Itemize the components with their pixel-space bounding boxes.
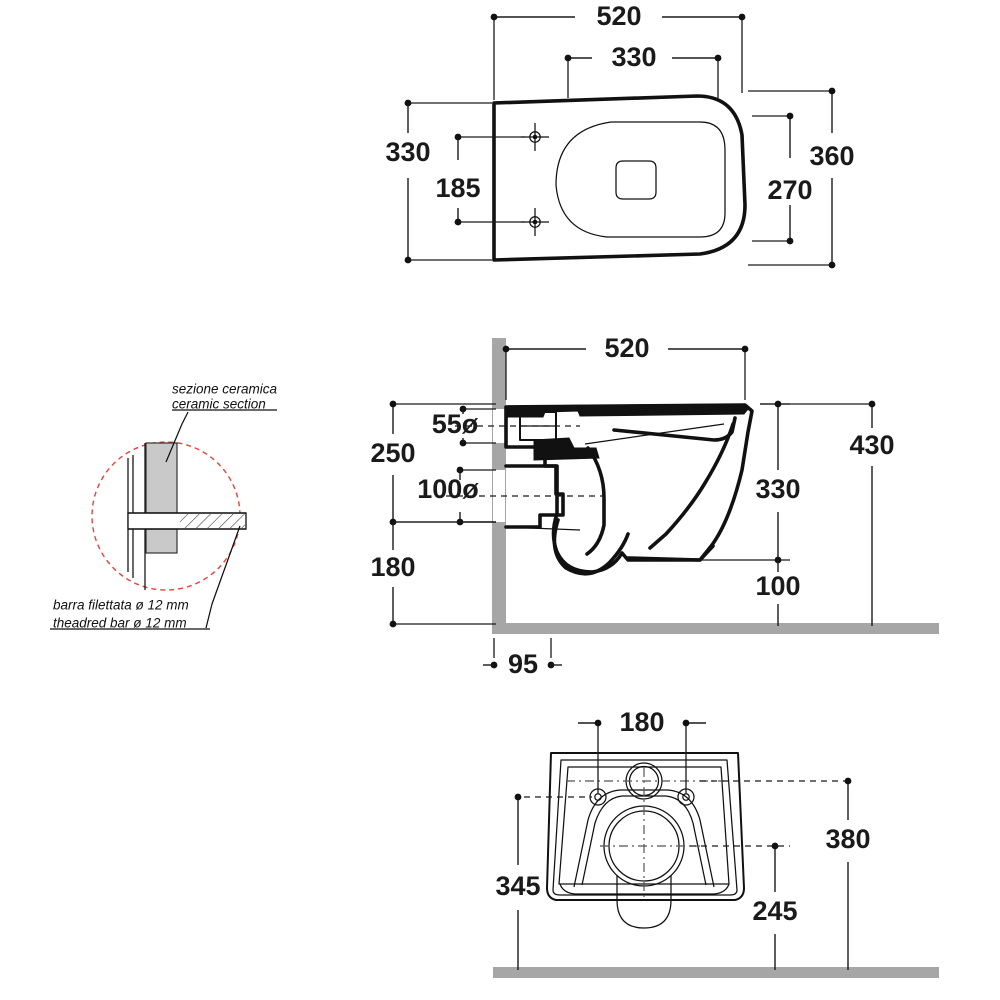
dimension-label-side-100-dia: 100ø xyxy=(417,474,479,504)
dimension-label-top-185: 185 xyxy=(435,173,480,203)
dimension-label-top-330-depth: 330 xyxy=(385,137,430,167)
front-ceramic-inner-contour xyxy=(552,759,738,896)
detail-label-ceramic-en: ceramic section xyxy=(172,397,266,412)
dimension-label-side-100-clearance: 100 xyxy=(755,571,800,601)
floor-gray-bar-front xyxy=(493,967,939,978)
dimension-label-top-330-width: 330 xyxy=(611,42,656,72)
dimension-label-top-360: 360 xyxy=(809,141,854,171)
dimension-label-side-95: 95 xyxy=(508,649,538,679)
dimension-label-side-180: 180 xyxy=(370,552,415,582)
side-rim-black-upper xyxy=(505,403,749,418)
dimension-label-top-270: 270 xyxy=(767,175,812,205)
dimension-top-330-width: 330 xyxy=(564,42,722,98)
side-bowl-inner-wall xyxy=(585,446,606,556)
detail-leader-bar xyxy=(205,525,241,629)
top-view-ceramic-outline xyxy=(492,94,747,262)
dimension-top-185: 185 xyxy=(435,133,525,226)
dimension-label-side-250: 250 xyxy=(370,438,415,468)
dimension-side-180: 180 xyxy=(370,521,496,628)
side-bowl-right-wall xyxy=(648,422,735,550)
side-inlet-box xyxy=(519,411,557,441)
front-ceramic-outline xyxy=(546,752,745,901)
dimension-front-380: 380 xyxy=(825,777,871,970)
dimension-front-245: 245 xyxy=(752,842,798,970)
dimension-top-330-depth: 330 xyxy=(385,99,492,264)
front-bottom-skirt xyxy=(559,883,730,895)
front-outlet-cylinder xyxy=(616,875,672,929)
dimension-side-55: 55ø xyxy=(432,405,496,447)
detail-label-ceramic-it: sezione ceramica xyxy=(172,382,278,397)
side-lower-foot xyxy=(626,544,715,562)
detail-ceramic-block-lower xyxy=(145,528,178,554)
dimension-top-520: 520 xyxy=(490,1,746,100)
dimension-side-100-clearance: 100 xyxy=(755,560,801,626)
side-section-view: 520 55ø 100ø xyxy=(370,333,939,679)
dimension-front-345: 345 xyxy=(495,793,541,970)
wall-opening-outlet xyxy=(493,470,505,522)
top-view-flush-opening xyxy=(615,160,657,200)
dimension-side-95: 95 xyxy=(483,638,562,679)
dimension-side-430: 430 xyxy=(760,400,895,626)
dimension-label-front-180: 180 xyxy=(619,707,664,737)
dimension-label-top-520: 520 xyxy=(596,1,641,31)
dimension-label-front-380: 380 xyxy=(825,824,870,854)
side-bowl-slope-thin xyxy=(584,423,725,445)
side-rim-black-lower xyxy=(533,437,600,461)
floor-gray-bar-side xyxy=(492,623,939,634)
dimension-label-front-245: 245 xyxy=(752,896,797,926)
dimension-label-front-345: 345 xyxy=(495,871,540,901)
side-bottom-thin xyxy=(505,526,581,531)
dimension-side-330: 330 xyxy=(700,400,801,564)
dimension-front-180: 180 xyxy=(578,707,706,793)
dimension-top-360: 360 xyxy=(748,87,855,269)
top-view-fixing-hole-lower xyxy=(521,208,549,236)
dimension-top-270: 270 xyxy=(752,112,813,245)
side-trap-curve xyxy=(552,518,630,576)
top-view-bowl-opening xyxy=(555,121,726,238)
dimension-label-side-520: 520 xyxy=(604,333,649,363)
detail-label-bar-en: theadred bar ø 12 mm xyxy=(53,616,187,631)
dimension-label-side-430: 430 xyxy=(849,430,894,460)
side-outlet-socket xyxy=(504,464,565,529)
dimension-side-520: 520 xyxy=(502,333,749,400)
dimension-side-250: 250 xyxy=(370,400,496,526)
top-view-fixing-hole-upper xyxy=(521,123,549,151)
ceramic-section-detail: sezione ceramica ceramic section barra f… xyxy=(50,382,278,631)
top-view: 520 330 330 xyxy=(385,1,855,269)
dimension-label-side-330: 330 xyxy=(755,474,800,504)
dimension-side-100-dia: 100ø xyxy=(417,466,496,526)
detail-threaded-bar-hatch xyxy=(180,514,245,528)
detail-leader-ceramic xyxy=(165,411,189,463)
front-view: 180 380 345 245 xyxy=(493,707,939,978)
dimension-label-side-55: 55ø xyxy=(432,409,479,439)
detail-label-bar-it: barra filettata ø 12 mm xyxy=(53,598,189,613)
detail-ceramic-block-upper xyxy=(145,442,178,514)
